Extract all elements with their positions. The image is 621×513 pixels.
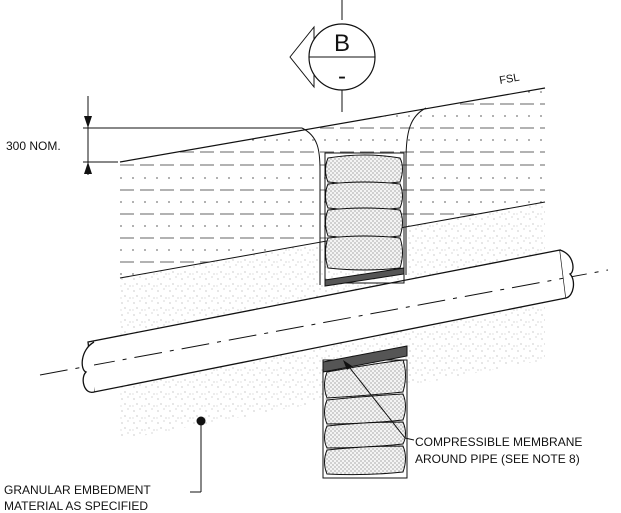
membrane-label-line2: AROUND PIPE (SEE NOTE 8) <box>415 452 580 466</box>
pipe-end-left <box>81 341 95 393</box>
embedment-label-line2: MATERIAL AS SPECIFIED <box>4 499 148 513</box>
pipe-centreline <box>39 269 609 376</box>
compressible-membrane-upper <box>324 152 405 287</box>
fsl-line <box>119 87 546 163</box>
membrane-label-line1: COMPRESSIBLE MEMBRANE <box>415 435 582 449</box>
membrane-leader <box>343 360 415 441</box>
depth-dimension <box>83 96 302 175</box>
pipe <box>39 249 609 393</box>
embedment-label-line1: GRANULAR EMBEDMENT <box>4 483 151 497</box>
section-letter: B <box>334 30 350 57</box>
embedment-leader <box>190 416 206 493</box>
section-marker: B - <box>289 0 376 112</box>
section-sheet: - <box>338 63 346 90</box>
compressible-membrane-lower <box>322 345 408 479</box>
depth-label: 300 NOM. <box>6 139 61 153</box>
pipe-end-right <box>559 249 575 299</box>
trench-walls <box>301 107 427 285</box>
fsl-label: FSL <box>498 72 520 87</box>
